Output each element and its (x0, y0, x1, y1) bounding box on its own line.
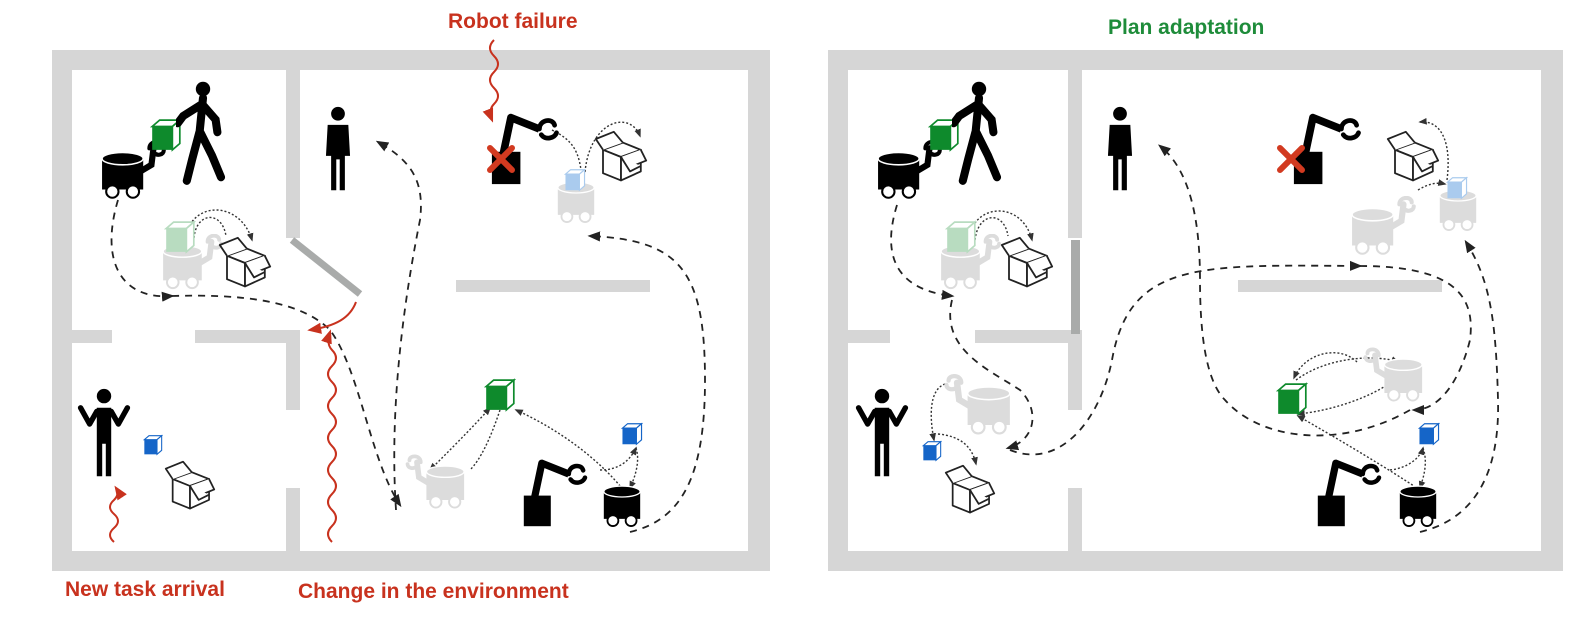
mobile-manipulator-icon (878, 142, 940, 198)
mobile-base-icon (602, 485, 642, 528)
ghost-mobile-manipulator-icon (1352, 198, 1414, 254)
robot-failure-label: Robot failure (448, 10, 578, 33)
door-open (289, 237, 363, 297)
plan-adaptation-title: Plan adaptation (1108, 16, 1265, 39)
human-standing-icon (325, 106, 351, 191)
ghost-package-cube-icon (564, 169, 586, 191)
new-task-squiggle (109, 485, 127, 543)
ghost-mobile-manipulator-icon (1366, 349, 1423, 400)
package-cube-icon (143, 435, 163, 455)
ghost-package-cube-icon (1446, 177, 1468, 199)
package-cube-icon (922, 441, 942, 461)
walls (828, 50, 1563, 571)
human-walking-icon (954, 82, 997, 181)
new-task-arrival-label: New task arrival (65, 578, 225, 601)
human-shrugging-icon (81, 389, 128, 476)
change-environment-label: Change in the environment (298, 580, 569, 603)
door-close-arrow (307, 301, 357, 334)
robot-arm-icon (524, 463, 585, 526)
open-box-icon (1386, 130, 1440, 182)
door-closed (1071, 240, 1080, 334)
right-floorplan (828, 50, 1563, 571)
package-cube-icon (1418, 423, 1440, 445)
ghost-mobile-manipulator-icon (946, 376, 1009, 433)
package-cube-icon (485, 379, 515, 411)
env-change-squiggle (321, 329, 337, 543)
human-walking-icon (178, 82, 221, 181)
open-box-icon (164, 460, 216, 510)
open-box-icon (594, 130, 648, 182)
open-box-icon (1000, 236, 1054, 288)
ghost-package-cube-icon (165, 221, 195, 253)
robot-arm-icon (1318, 463, 1379, 526)
robot-arm-icon (492, 118, 557, 185)
human-shrugging-icon (859, 389, 906, 476)
package-cube-icon (151, 119, 181, 151)
walls (52, 50, 770, 571)
package-cube-icon (621, 423, 643, 445)
open-box-icon (218, 236, 272, 288)
mobile-base-icon (1398, 485, 1438, 528)
robot-arm-icon (1294, 118, 1359, 185)
package-cube-icon (1277, 383, 1307, 415)
open-box-icon (944, 464, 996, 514)
ghost-package-cube-icon (946, 221, 976, 253)
left-floorplan (52, 39, 770, 571)
mobile-manipulator-icon (102, 142, 164, 198)
human-standing-icon (1107, 106, 1133, 191)
robot-failure-squiggle (482, 39, 499, 123)
